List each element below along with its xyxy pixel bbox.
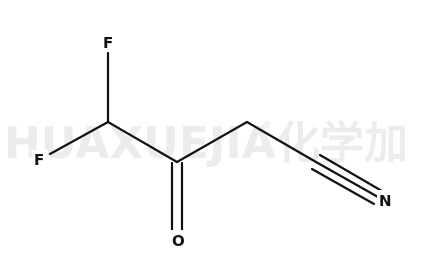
bond-c4-n-line-2 [318, 153, 384, 193]
watermark-text: HUAXUEJIA [4, 118, 276, 169]
mask-n [377, 190, 395, 210]
mask-f-top [100, 32, 116, 52]
atom-label-f-top: F [103, 34, 113, 52]
atom-label-f-left: F [34, 151, 44, 169]
watermark-registered-mark: ® [262, 120, 272, 131]
atom-labels: F F O N [34, 34, 392, 250]
watermark: HUAXUEJIA ® 化学加 [4, 118, 408, 169]
atom-label-o: O [172, 232, 185, 250]
atom-label-n: N [379, 192, 392, 210]
bond-c1-c2 [106, 120, 179, 164]
bond-c4-n-line-1 [314, 160, 380, 199]
watermark-cjk-text: 化学加 [276, 118, 408, 169]
bond-c3-c4 [245, 120, 318, 164]
mask-f-left [32, 150, 48, 170]
bonds [48, 51, 384, 232]
bond-c2-c3 [175, 120, 249, 164]
bond-c1-f-left [48, 120, 110, 156]
mask-o [170, 230, 186, 250]
bond-c4-n-line-3 [310, 167, 376, 206]
label-masks [32, 32, 395, 250]
